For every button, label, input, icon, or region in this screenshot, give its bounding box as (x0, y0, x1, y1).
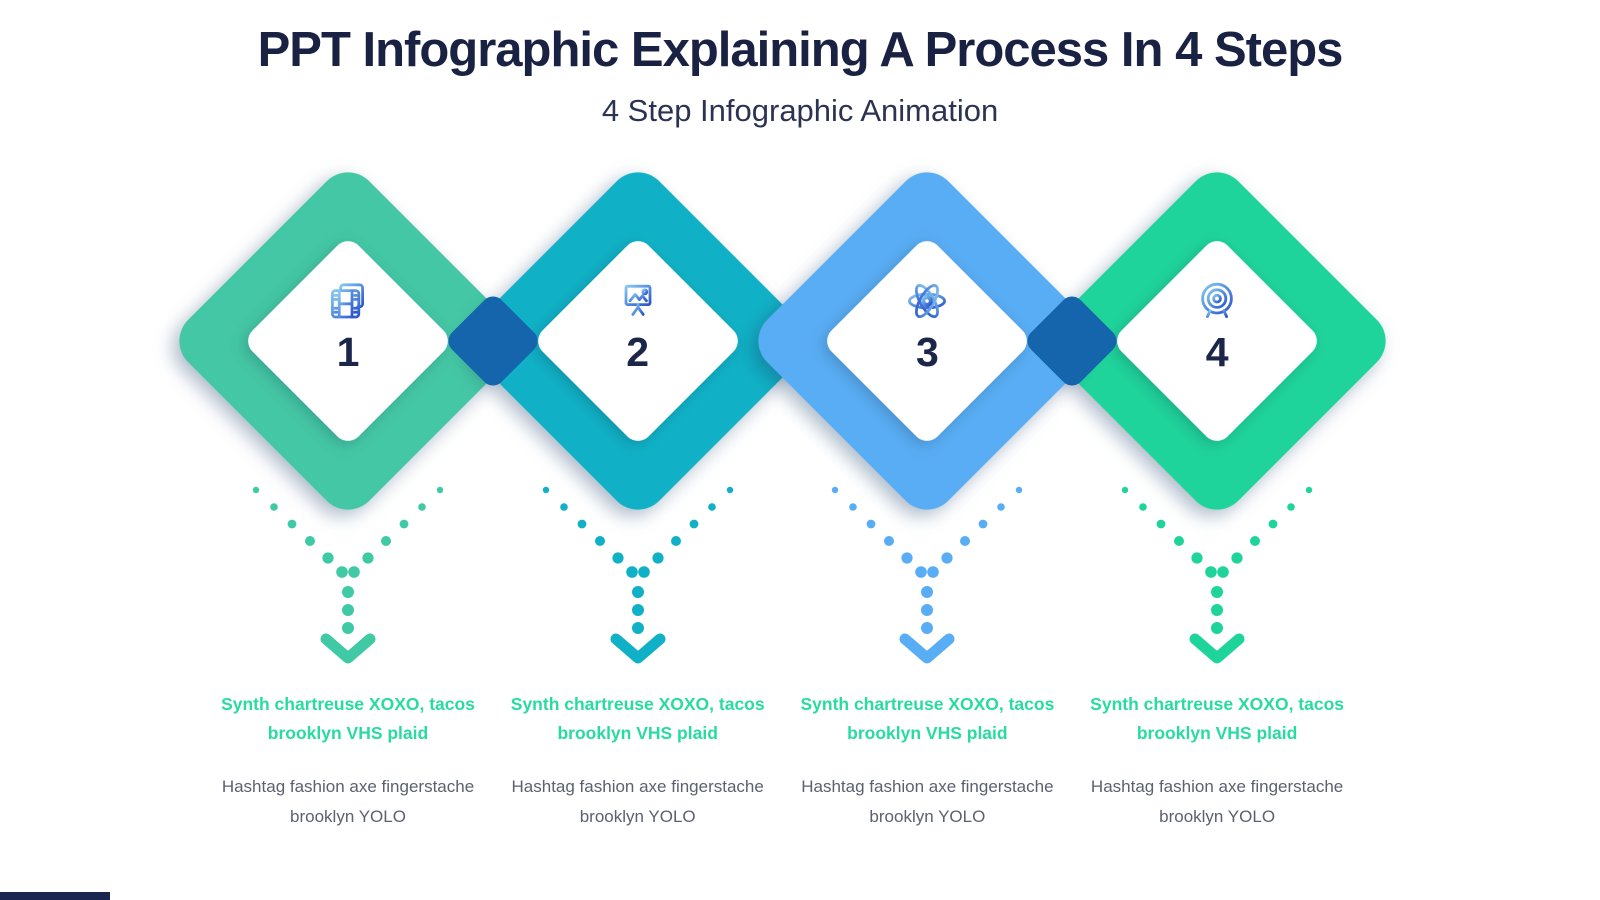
presentation-board-icon (614, 284, 662, 329)
target-icon (1193, 282, 1241, 329)
step-number: 2 (626, 329, 650, 375)
step-heading: Synth chartreuse XOXO, tacos brooklyn VH… (510, 694, 765, 743)
step-number: 3 (915, 329, 939, 375)
step-heading: Synth chartreuse XOXO, tacos brooklyn VH… (800, 694, 1055, 743)
step-text-block: Synth chartreuse XOXO, tacos brooklyn VH… (498, 690, 778, 832)
process-step-2: 2 Synth chartreuse XOXO, tacos brooklyn … (456, 0, 819, 900)
dotted-arrow-down (243, 478, 453, 670)
step-heading: Synth chartreuse XOXO, tacos brooklyn VH… (221, 694, 475, 743)
diamond-content: 1 (167, 277, 529, 373)
dotted-arrow-down (1112, 478, 1322, 670)
diamond-content: 3 (746, 277, 1108, 373)
film-strip-icon (324, 283, 372, 329)
dotted-arrow-down (822, 478, 1032, 670)
step-text-block: Synth chartreuse XOXO, tacos brooklyn VH… (1077, 690, 1357, 832)
page-subtitle: 4 Step Infographic Animation (601, 93, 999, 128)
process-step-4: 4 Synth chartreuse XOXO, tacos brooklyn … (1036, 0, 1399, 900)
step-text-block: Synth chartreuse XOXO, tacos brooklyn VH… (208, 690, 488, 832)
step-number: 4 (1205, 329, 1229, 375)
diamond-content: 4 (1036, 277, 1398, 373)
atom-icon (903, 283, 951, 329)
diamond-content: 2 (457, 277, 819, 373)
step-heading: Synth chartreuse XOXO, tacos brooklyn VH… (1090, 694, 1345, 743)
dotted-arrow-down (533, 478, 743, 670)
step-body: Hashtag fashion axe fingerstache brookly… (221, 777, 475, 826)
step-body: Hashtag fashion axe fingerstache brookly… (801, 777, 1054, 826)
bottom-bar-accent (0, 892, 110, 900)
step-number: 1 (336, 329, 360, 375)
step-text-block: Synth chartreuse XOXO, tacos brooklyn VH… (787, 690, 1067, 832)
step-body: Hashtag fashion axe fingerstache brookly… (511, 777, 764, 826)
step-body: Hashtag fashion axe fingerstache brookly… (1090, 777, 1344, 826)
process-step-3: 3 Synth chartreuse XOXO, tacos brooklyn … (746, 0, 1109, 900)
page-title: PPT Infographic Explaining A Process In … (257, 23, 1344, 77)
process-step-1: 1 Synth chartreuse XOXO, tacos brooklyn … (166, 0, 530, 900)
